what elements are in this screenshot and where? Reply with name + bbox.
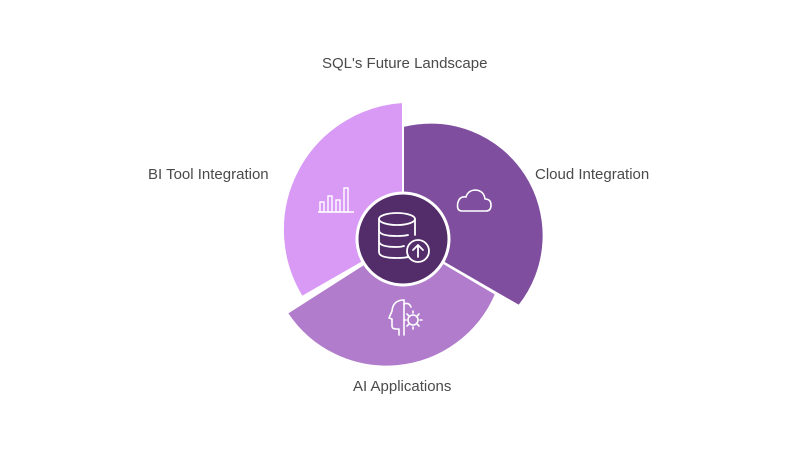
segment-ai-applications bbox=[286, 238, 497, 368]
label-bi-tool-integration: BI Tool Integration bbox=[148, 166, 269, 183]
label-ai-applications: AI Applications bbox=[353, 378, 452, 395]
segment-cloud-integration bbox=[402, 121, 545, 307]
diagram-title: SQL's Future Landscape bbox=[322, 55, 488, 72]
database-upload-icon bbox=[378, 212, 430, 263]
center-circle bbox=[355, 191, 451, 287]
bar-chart-icon bbox=[318, 187, 354, 213]
ai-gear-head-icon bbox=[388, 299, 423, 336]
cloud-icon bbox=[456, 189, 492, 212]
label-cloud-integration: Cloud Integration bbox=[535, 166, 650, 183]
